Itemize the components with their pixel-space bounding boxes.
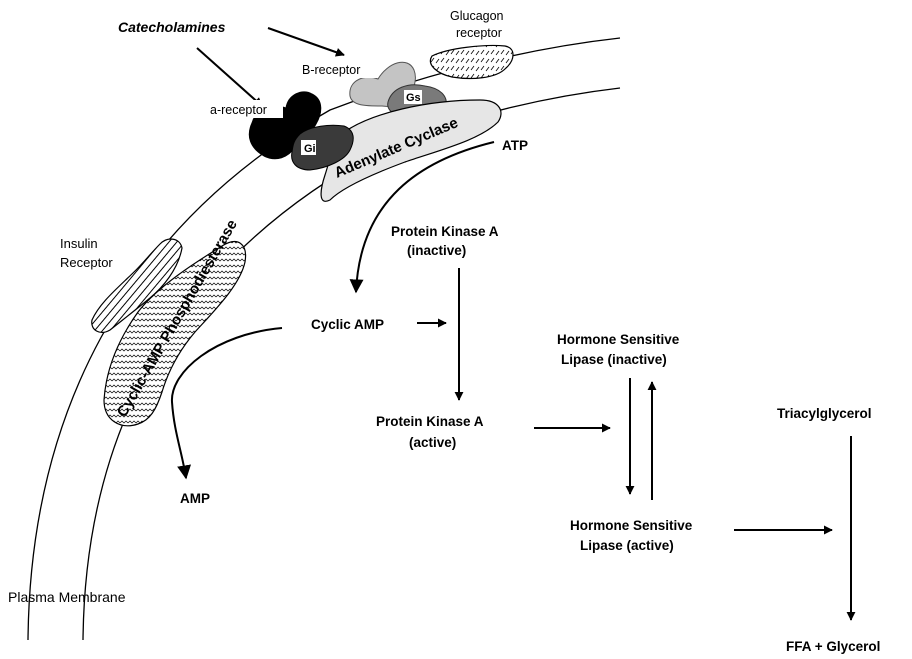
plasma-membrane-label: Plasma Membrane	[8, 589, 126, 605]
gs-label: Gs	[406, 92, 421, 104]
glucagon-receptor-label: Glucagon receptor	[450, 9, 507, 40]
triacylglycerol-label: Triacylglycerol	[777, 406, 872, 421]
atp-label: ATP	[502, 138, 528, 153]
a-receptor-label: a-receptor	[210, 103, 267, 117]
catecholamines-label: Catecholamines	[118, 19, 226, 35]
hsl-inactive-label: Hormone Sensitive Lipase (inactive)	[557, 332, 683, 367]
catecholamine-arrow-a	[197, 48, 262, 106]
ffa-glycerol-label: FFA + Glycerol	[786, 639, 880, 654]
b-receptor-label: B-receptor	[302, 63, 360, 77]
catecholamine-arrow-b	[268, 28, 344, 55]
glucagon-receptor-shape	[430, 45, 513, 78]
pka-active-label: Protein Kinase A (active)	[376, 414, 487, 450]
gi-label: Gi	[304, 143, 316, 155]
amp-label: AMP	[180, 491, 210, 506]
pka-inactive-label: Protein Kinase A (inactive)	[391, 224, 502, 258]
hsl-active-label: Hormone Sensitive Lipase (active)	[570, 518, 696, 553]
cyclic-amp-to-amp-arrow	[172, 328, 282, 478]
insulin-receptor-label: Insulin Receptor	[60, 236, 113, 270]
cyclic-amp-label: Cyclic AMP	[311, 317, 384, 332]
